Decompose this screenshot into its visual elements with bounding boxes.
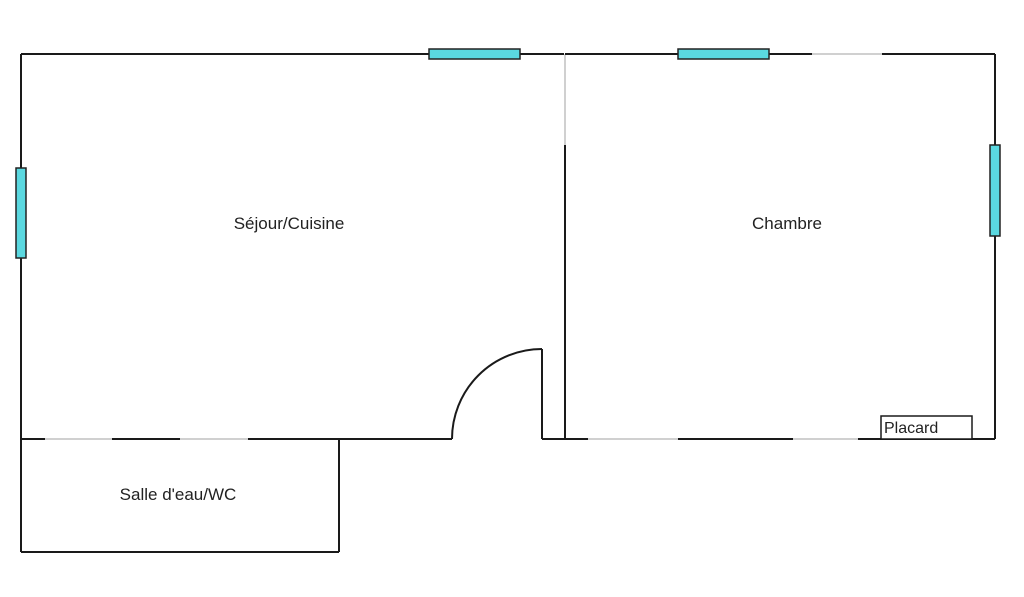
walls-salle-eau — [20, 438, 340, 553]
placard-box — [880, 415, 973, 440]
entry-door — [451, 348, 565, 440]
room-label-salle-eau: Salle d'eau/WC — [120, 485, 237, 504]
windows — [15, 48, 1001, 259]
openings-chambre — [588, 53, 882, 440]
room-label-sejour: Séjour/Cuisine — [234, 214, 345, 233]
window-sejour-left — [15, 167, 27, 259]
door-swing-arc — [451, 348, 543, 440]
walls-sejour — [20, 53, 564, 440]
placard-label: Placard — [884, 420, 938, 437]
window-chambre-top — [677, 48, 770, 60]
walls-chambre — [565, 53, 996, 440]
window-sejour-top — [428, 48, 521, 60]
room-label-chambre: Chambre — [752, 214, 822, 233]
window-chambre-right — [989, 144, 1001, 237]
